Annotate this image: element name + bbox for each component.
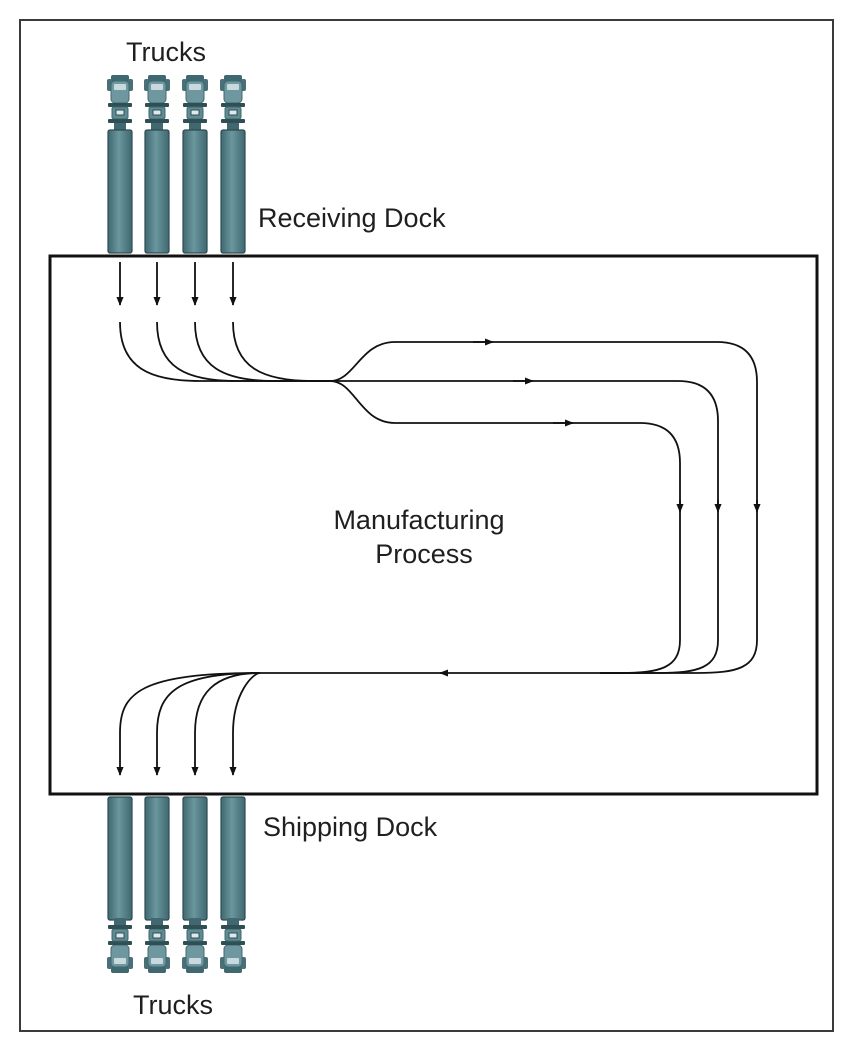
truck-cab [182, 918, 208, 973]
outgoing-arrow [191, 672, 261, 776]
truck-trailer [107, 796, 133, 921]
merge-curve [119, 321, 330, 382]
shipping-truck [107, 796, 133, 973]
shipping-truck [182, 796, 208, 973]
truck-trailer [220, 796, 246, 921]
truck-cab [182, 75, 208, 130]
receiving-truck [182, 75, 208, 254]
process-route-vertical [639, 422, 684, 513]
truck-cab [144, 918, 170, 973]
merge-curve [194, 321, 330, 382]
receiving-truck [144, 75, 170, 254]
outgoing-arrow [229, 672, 261, 776]
truck-trailer [182, 796, 208, 921]
return-curve [600, 639, 681, 674]
trucks-layer [107, 75, 246, 973]
process-label-line2: Process [375, 539, 473, 569]
truck-trailer [220, 129, 246, 254]
return-curve [600, 639, 758, 674]
factory-building [48, 254, 819, 796]
truck-cab [107, 75, 133, 130]
bottom-trucks-label: Trucks [133, 990, 213, 1020]
truck-trailer [107, 129, 133, 254]
shipping-truck [144, 796, 170, 973]
process-route-horizontal [329, 341, 717, 382]
top-trucks-label: Trucks [126, 37, 206, 67]
return-curve [600, 639, 719, 674]
receiving-truck [107, 75, 133, 254]
truck-cab [107, 918, 133, 973]
shipping-truck [220, 796, 246, 973]
truck-trailer [144, 129, 170, 254]
shipping-dock-label: Shipping Dock [263, 812, 438, 842]
process-route-vertical [677, 380, 722, 513]
truck-cab [220, 75, 246, 130]
receiving-dock-label: Receiving Dock [258, 203, 446, 233]
merge-curve [232, 321, 330, 382]
outer-border [19, 19, 834, 1032]
process-route-vertical [716, 341, 761, 513]
outgoing-arrow [153, 672, 261, 776]
truck-trailer [182, 129, 208, 254]
merge-curve [156, 321, 330, 382]
truck-cab [144, 75, 170, 130]
outgoing-arrow [116, 672, 261, 776]
process-route-horizontal [329, 380, 640, 424]
truck-trailer [144, 796, 170, 921]
process-label-line1: Manufacturing [333, 505, 504, 535]
flow-paths [116, 262, 761, 776]
receiving-truck [220, 75, 246, 254]
truck-cab [220, 918, 246, 973]
